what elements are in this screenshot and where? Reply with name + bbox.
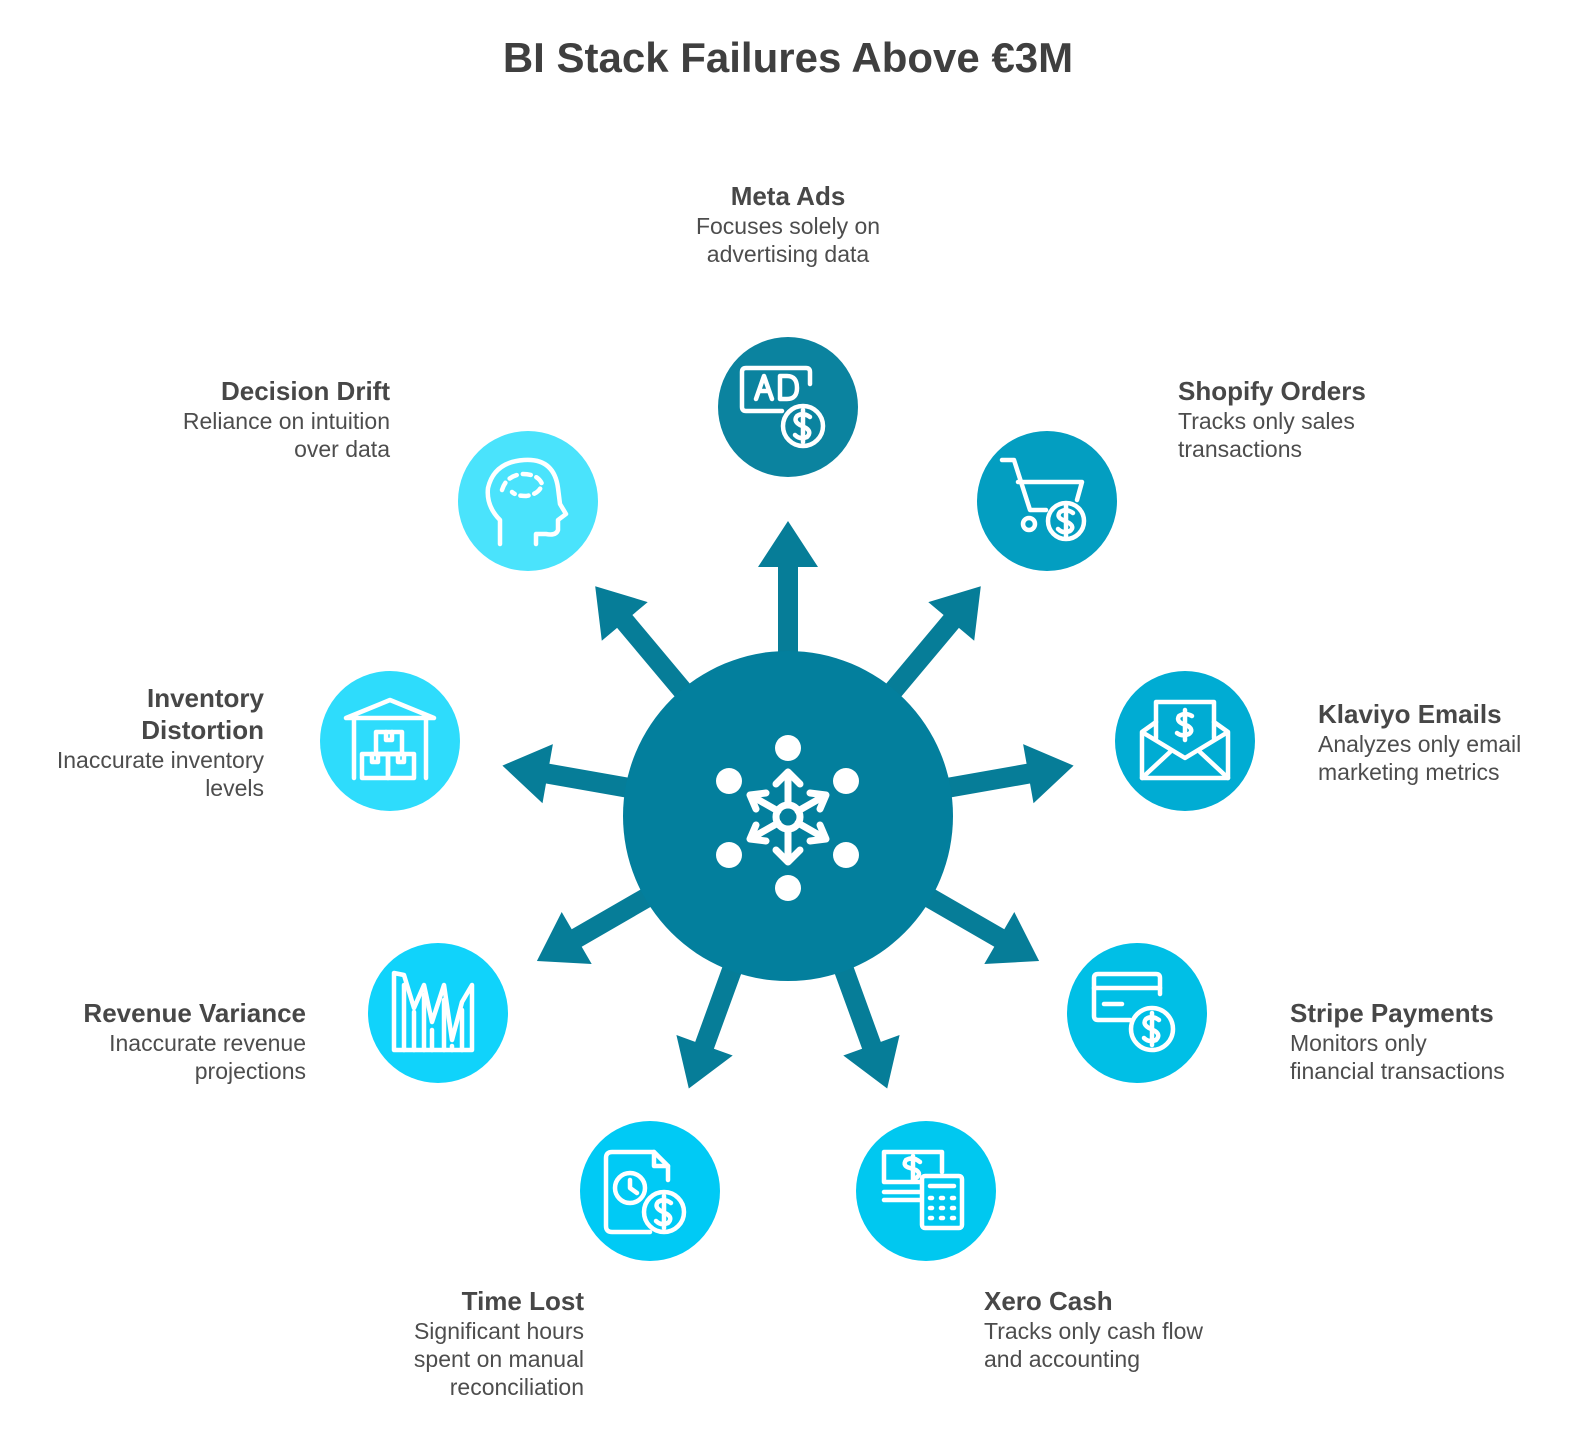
klaviyo-emails-desc-line-1: Analyzes only email (1318, 731, 1522, 757)
time-lost-title: Time Lost (461, 1286, 584, 1316)
revenue-variance-arrow (536, 882, 664, 964)
decision-drift-circle (458, 431, 598, 571)
meta-ads-label: Meta Ads Focuses solely on advertising d… (658, 180, 918, 268)
inventory-distortion-title-line-1: Inventory (146, 683, 264, 713)
volatile-chart-icon (391, 970, 475, 1053)
decision-drift-arrow (595, 586, 700, 708)
xero-cash-desc-line-2: and accounting (984, 1346, 1141, 1372)
stripe-payments-label: Stripe Payments Monitors only financial … (1290, 997, 1570, 1085)
xero-cash-arrow (829, 953, 900, 1089)
head-brain-icon (485, 457, 569, 547)
ad-dollar-icon (739, 365, 826, 449)
network-distribution-icon (716, 735, 859, 901)
decision-drift-desc-line-1: Reliance on intuition (182, 408, 390, 434)
time-lost-label: Time Lost Significant hours spent on man… (330, 1285, 584, 1401)
hub-circle (623, 651, 953, 981)
stripe-payments-title: Stripe Payments (1290, 998, 1494, 1028)
revenue-variance-circle (368, 943, 508, 1083)
stripe-payments-arrow (912, 882, 1040, 964)
time-lost-circle (580, 1121, 720, 1261)
time-lost-desc-line-1: Significant hours (413, 1318, 584, 1344)
clock-document-dollar-icon (603, 1149, 687, 1235)
decision-drift-title: Decision Drift (220, 376, 390, 406)
shopify-orders-title: Shopify Orders (1178, 376, 1366, 406)
time-lost-arrow (676, 953, 747, 1089)
meta-ads-desc-line-1: Focuses solely on (695, 213, 881, 239)
meta-ads-title: Meta Ads (730, 181, 846, 211)
cash-calculator-icon (881, 1149, 965, 1231)
inventory-distortion-desc-line-2: levels (205, 775, 264, 801)
meta-ads-desc-line-2: advertising data (706, 241, 870, 267)
stripe-payments-desc-line-1: Monitors only (1290, 1030, 1427, 1056)
warehouse-boxes-icon (343, 697, 437, 781)
inventory-distortion-label: Inventory Distortion Inaccurate inventor… (20, 682, 264, 802)
revenue-variance-desc-line-1: Inaccurate revenue (109, 1030, 306, 1056)
xero-cash-label: Xero Cash Tracks only cash flow and acco… (984, 1285, 1284, 1373)
revenue-variance-title: Revenue Variance (83, 998, 306, 1028)
xero-cash-circle (856, 1121, 996, 1261)
central-hub (623, 651, 953, 981)
cart-dollar-icon (999, 457, 1087, 542)
xero-cash-desc-line-1: Tracks only cash flow (984, 1318, 1203, 1344)
shopify-orders-circle (977, 431, 1117, 571)
inventory-distortion-desc-line-1: Inaccurate inventory (56, 747, 264, 773)
klaviyo-emails-label: Klaviyo Emails Analyzes only email marke… (1318, 698, 1568, 786)
meta-ads-circle (718, 337, 858, 477)
meta-ads-arrow (758, 521, 818, 666)
inventory-distortion-title-line-2: Distortion (141, 715, 264, 745)
revenue-variance-label: Revenue Variance Inaccurate revenue proj… (40, 997, 306, 1085)
shopify-orders-label: Shopify Orders Tracks only sales transac… (1178, 375, 1478, 463)
card-dollar-icon (1091, 971, 1176, 1053)
stripe-payments-desc-line-2: financial transactions (1290, 1058, 1505, 1084)
decision-drift-desc-line-2: over data (294, 436, 390, 462)
shopify-orders-arrow (876, 586, 981, 708)
klaviyo-emails-desc-line-2: marketing metrics (1318, 759, 1500, 785)
time-lost-desc-line-2: spent on manual (413, 1346, 584, 1372)
page-title: BI Stack Failures Above €3M (502, 34, 1074, 81)
xero-cash-title: Xero Cash (984, 1286, 1113, 1316)
envelope-dollar-icon (1139, 699, 1231, 781)
decision-drift-label: Decision Drift Reliance on intuition ove… (120, 375, 390, 463)
inventory-distortion-arrow (502, 744, 642, 804)
revenue-variance-desc-line-2: projections (194, 1058, 306, 1084)
arrows-group (502, 521, 1074, 1089)
klaviyo-emails-arrow (934, 744, 1074, 804)
shopify-orders-desc-line-1: Tracks only sales (1178, 408, 1355, 434)
time-lost-desc-line-3: reconciliation (449, 1374, 584, 1400)
shopify-orders-desc-line-2: transactions (1178, 436, 1303, 462)
klaviyo-emails-title: Klaviyo Emails (1318, 699, 1502, 729)
